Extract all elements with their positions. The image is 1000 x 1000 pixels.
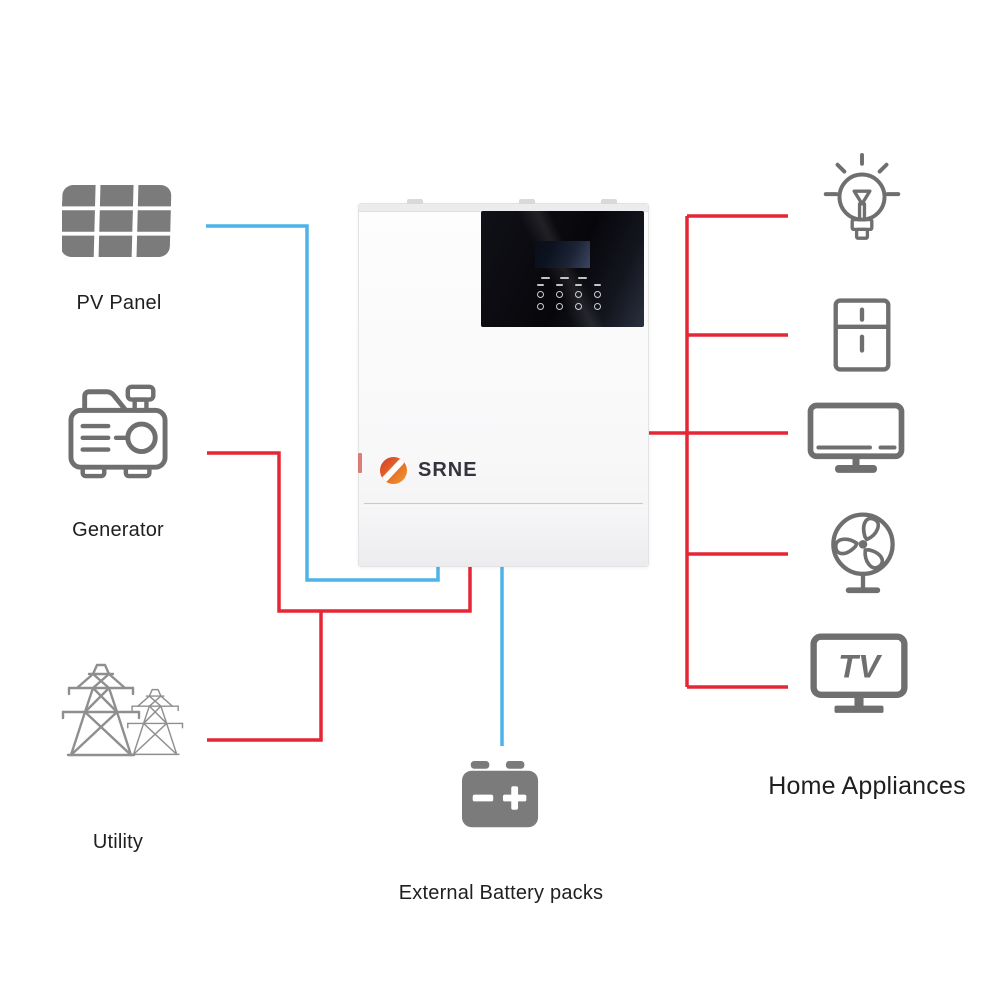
pv-panel-icon <box>62 185 172 257</box>
brand-name: SRNE <box>418 459 478 481</box>
mount-tab <box>519 199 535 204</box>
battery-label: External Battery packs <box>398 882 604 904</box>
inverter-display-panel <box>481 211 644 327</box>
light-bulb-icon <box>813 148 911 251</box>
pv-panel-label: PV Panel <box>76 292 162 314</box>
utility-to-generator-line <box>207 611 323 742</box>
monitor-icon <box>807 402 905 479</box>
mount-tab <box>601 199 617 204</box>
tv-icon: TV <box>810 633 908 713</box>
small-tower <box>127 688 184 756</box>
brand-logo: SRNE <box>379 456 478 485</box>
side-sticker <box>358 453 362 473</box>
generator-to-inverter <box>207 451 472 613</box>
home-appliances-label: Home Appliances <box>768 772 966 800</box>
touch-buttons-row <box>537 291 601 298</box>
generator-label: Generator <box>72 519 164 541</box>
utility-label: Utility <box>92 831 144 853</box>
large-tower <box>61 663 141 757</box>
battery-icon <box>462 757 540 839</box>
enclosure-seam <box>364 503 643 504</box>
srne-logo-icon <box>380 457 407 484</box>
display-indicators <box>537 277 601 310</box>
mount-tab <box>407 199 423 204</box>
inverter-product: SRNE <box>358 199 649 567</box>
refrigerator-icon <box>833 297 891 373</box>
lcd-screen <box>535 241 590 268</box>
fan-icon <box>819 504 907 598</box>
pv-to-inverter <box>206 224 440 582</box>
inverter-lower-section <box>359 505 648 566</box>
generator-icon <box>63 379 173 479</box>
tv-glyph: TV <box>838 648 883 685</box>
utility-towers-icon <box>55 660 185 780</box>
touch-buttons-row <box>537 303 601 310</box>
